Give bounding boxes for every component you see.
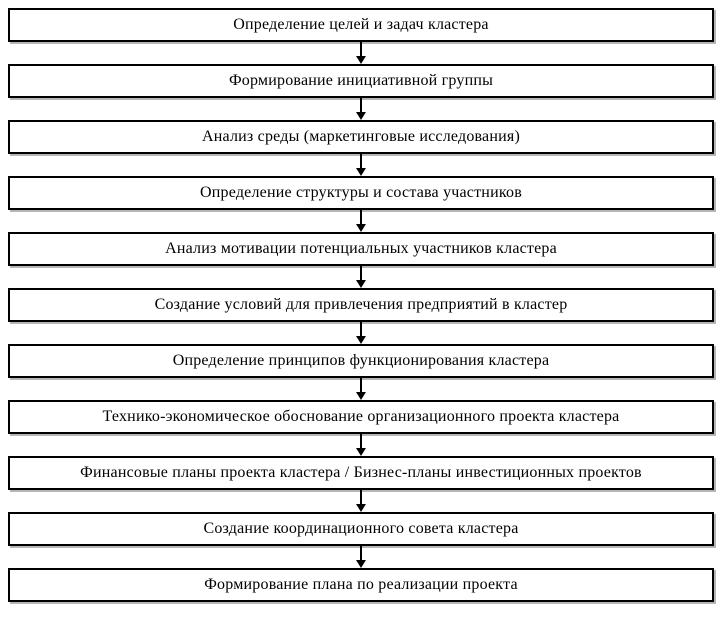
arrow-connector — [356, 42, 366, 64]
arrow-connector — [356, 322, 366, 344]
arrow-connector — [356, 266, 366, 288]
down-arrow-icon — [356, 546, 366, 568]
flow-step-box: Формирование инициативной группы — [8, 64, 714, 98]
down-arrow-icon — [356, 42, 366, 64]
down-arrow-icon — [356, 490, 366, 512]
arrow-connector — [356, 546, 366, 568]
arrow-connector — [356, 490, 366, 512]
flow-step-label: Определение структуры и состава участник… — [200, 184, 522, 201]
flow-step-box: Формирование плана по реализации проекта — [8, 568, 714, 602]
flow-step-box: Технико-экономическое обоснование органи… — [8, 400, 714, 434]
flow-step-label: Анализ мотивации потенциальных участнико… — [165, 240, 557, 257]
flow-step-box: Создание условий для привлечения предпри… — [8, 288, 714, 322]
arrow-connector — [356, 378, 366, 400]
flow-step-label: Создание координационного совета кластер… — [203, 520, 519, 537]
flow-step-label: Технико-экономическое обоснование органи… — [102, 408, 620, 425]
flow-step-box: Определение принципов функционирования к… — [8, 344, 714, 378]
flow-step-label: Формирование инициативной группы — [228, 72, 494, 89]
arrow-connector — [356, 98, 366, 120]
arrow-connector — [356, 154, 366, 176]
arrow-connector — [356, 434, 366, 456]
down-arrow-icon — [356, 322, 366, 344]
flow-step-label: Анализ среды (маркетинговые исследования… — [202, 128, 520, 145]
down-arrow-icon — [356, 434, 366, 456]
flow-step-label: Создание условий для привлечения предпри… — [154, 296, 568, 313]
flow-step-box: Определение целей и задач кластера — [8, 8, 714, 42]
down-arrow-icon — [356, 378, 366, 400]
cluster-creation-flowchart: Определение целей и задач кластера Форми… — [8, 8, 714, 602]
flow-step-label: Формирование плана по реализации проекта — [204, 576, 518, 593]
flow-step-box: Определение структуры и состава участник… — [8, 176, 714, 210]
down-arrow-icon — [356, 210, 366, 232]
flow-step-label: Определение принципов функционирования к… — [172, 352, 550, 369]
flow-step-label: Финансовые планы проекта кластера / Бизн… — [80, 464, 642, 481]
flow-step-box: Анализ среды (маркетинговые исследования… — [8, 120, 714, 154]
down-arrow-icon — [356, 154, 366, 176]
down-arrow-icon — [356, 98, 366, 120]
flow-step-label: Определение целей и задач кластера — [233, 16, 489, 33]
flow-step-box: Финансовые планы проекта кластера / Бизн… — [8, 456, 714, 490]
arrow-connector — [356, 210, 366, 232]
flow-step-box: Создание координационного совета кластер… — [8, 512, 714, 546]
down-arrow-icon — [356, 266, 366, 288]
flow-step-box: Анализ мотивации потенциальных участнико… — [8, 232, 714, 266]
